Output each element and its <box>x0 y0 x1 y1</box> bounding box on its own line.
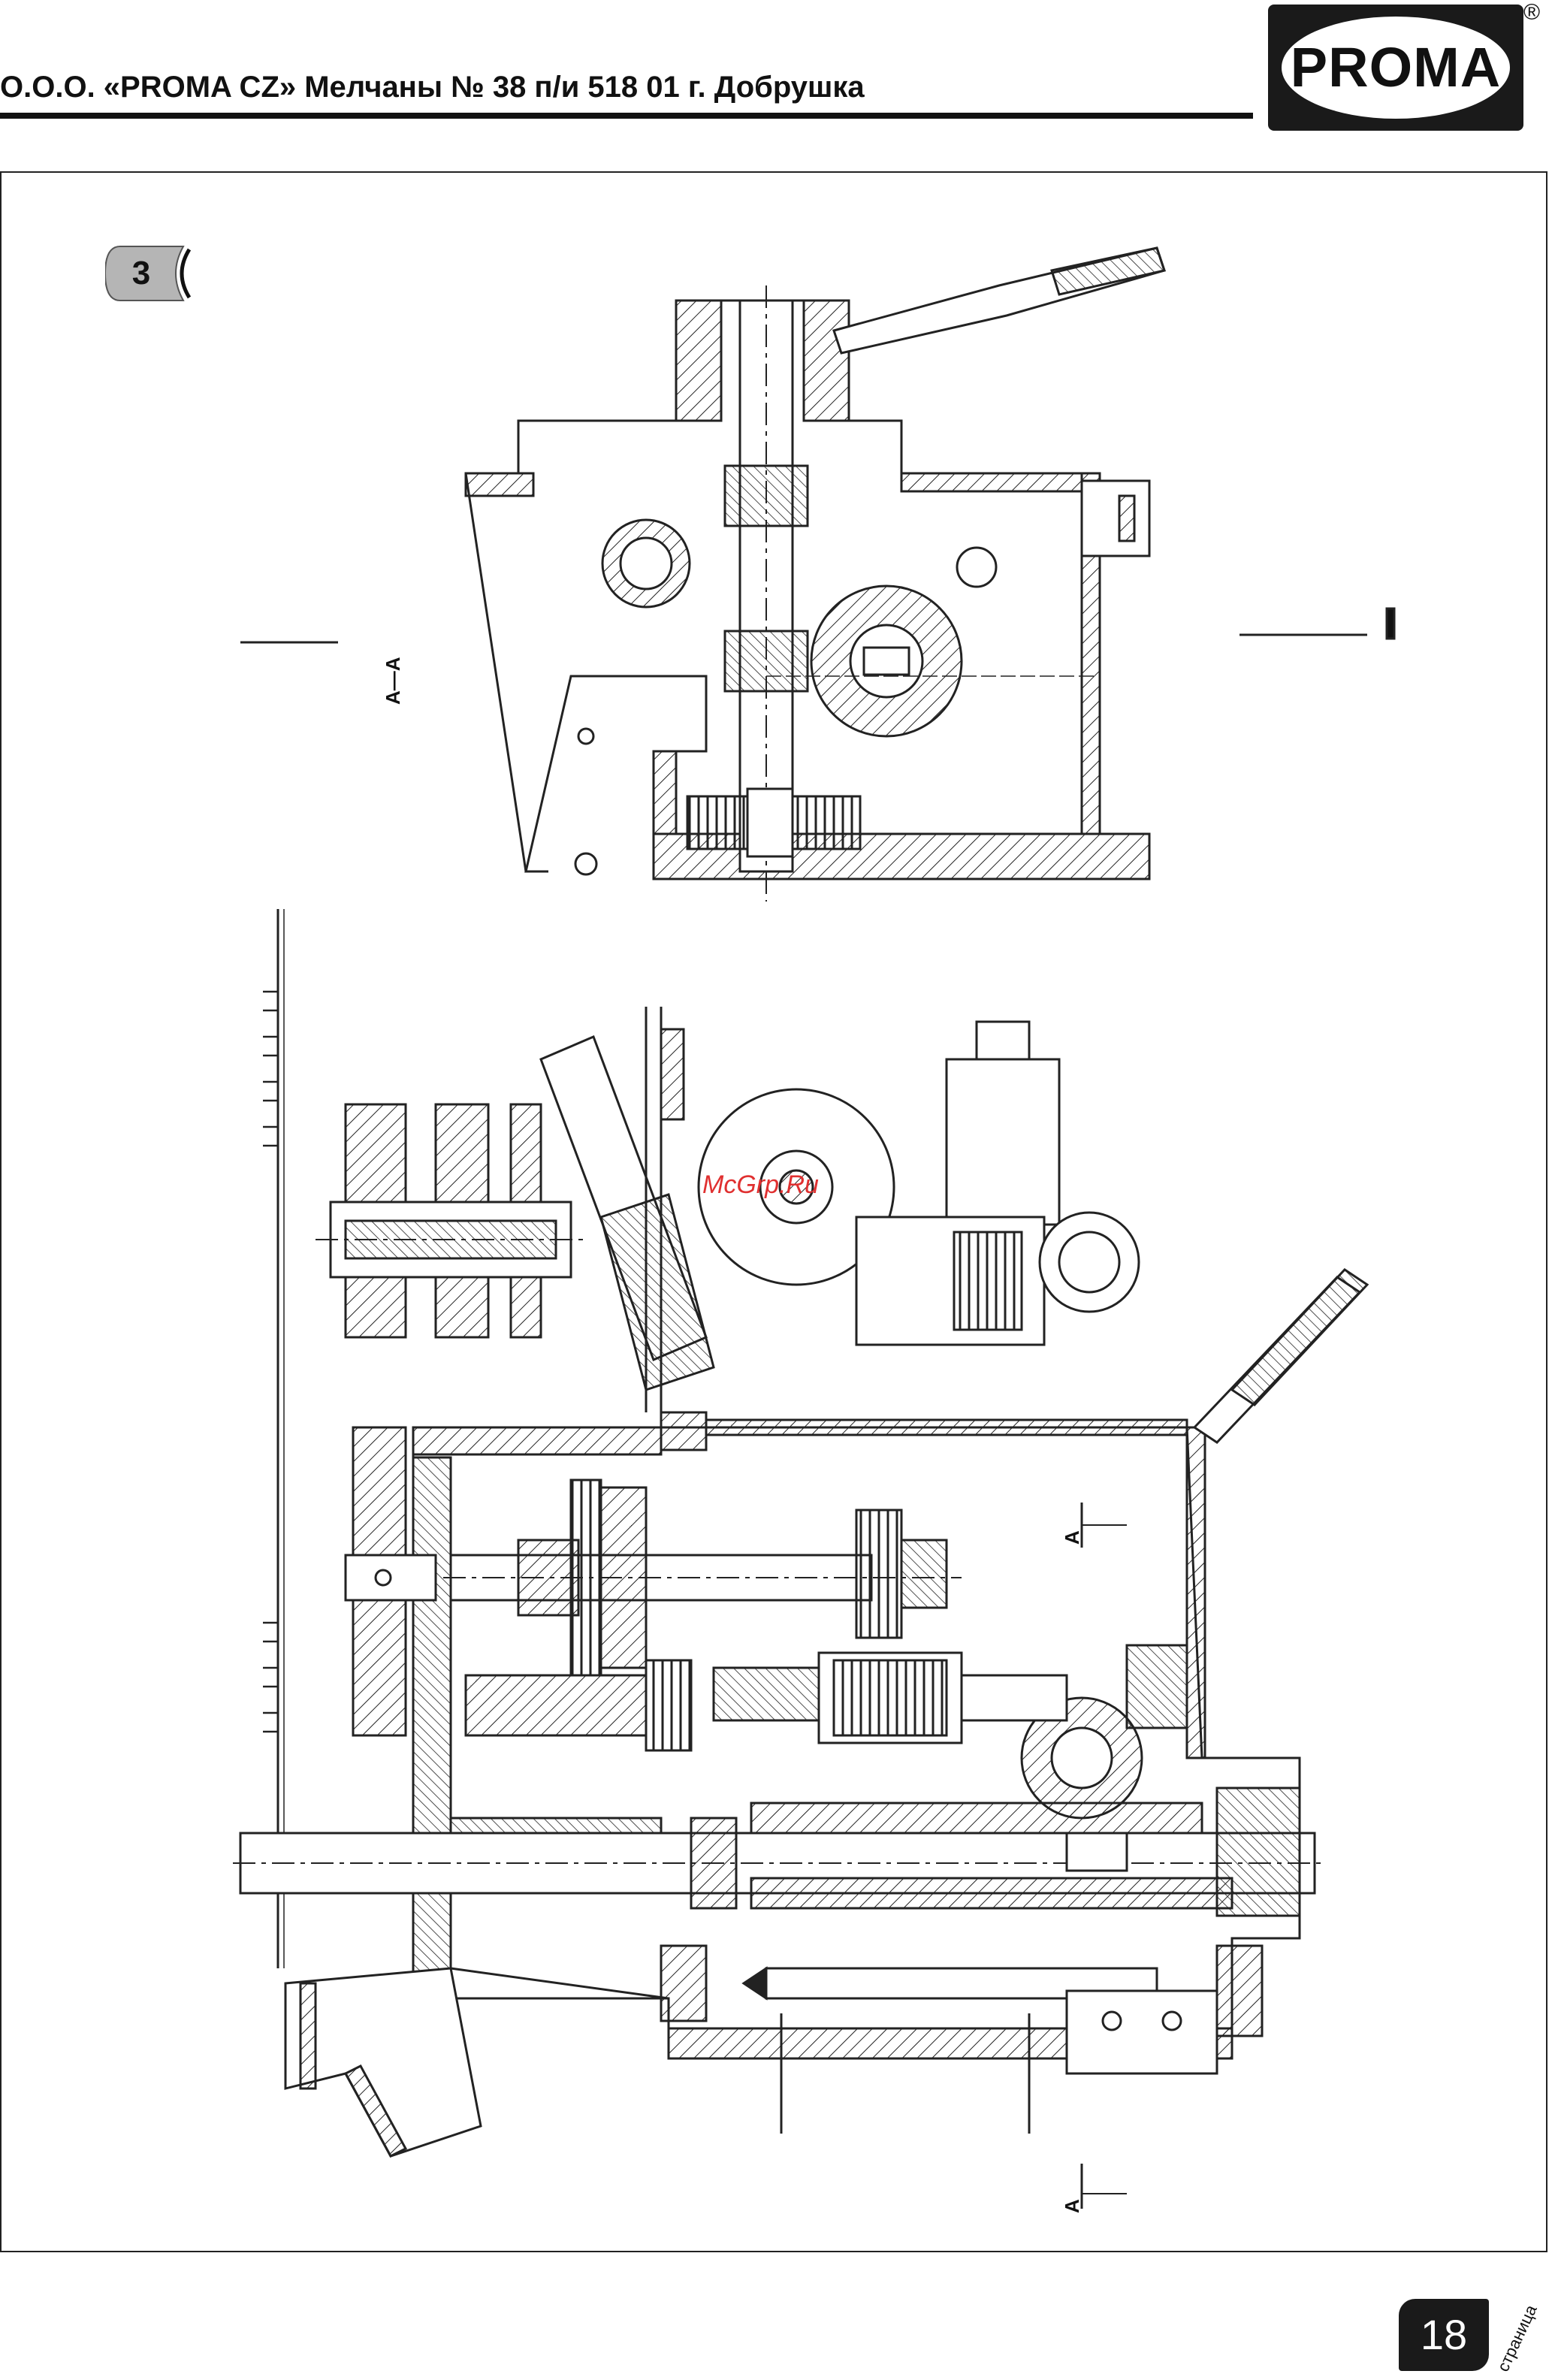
page-number-badge: 18 <box>1399 2299 1489 2371</box>
section-a-a-view <box>240 248 1394 902</box>
headstock-main-view <box>233 909 1367 2209</box>
section-label-a-a: А—А <box>382 657 405 705</box>
section-marker-a-bottom: А <box>1061 2199 1084 2213</box>
page-number: 18 <box>1399 2299 1489 2371</box>
section-marker-a-mid: А <box>1061 1530 1084 1545</box>
watermark: McGrp.Ru <box>702 1170 819 1200</box>
